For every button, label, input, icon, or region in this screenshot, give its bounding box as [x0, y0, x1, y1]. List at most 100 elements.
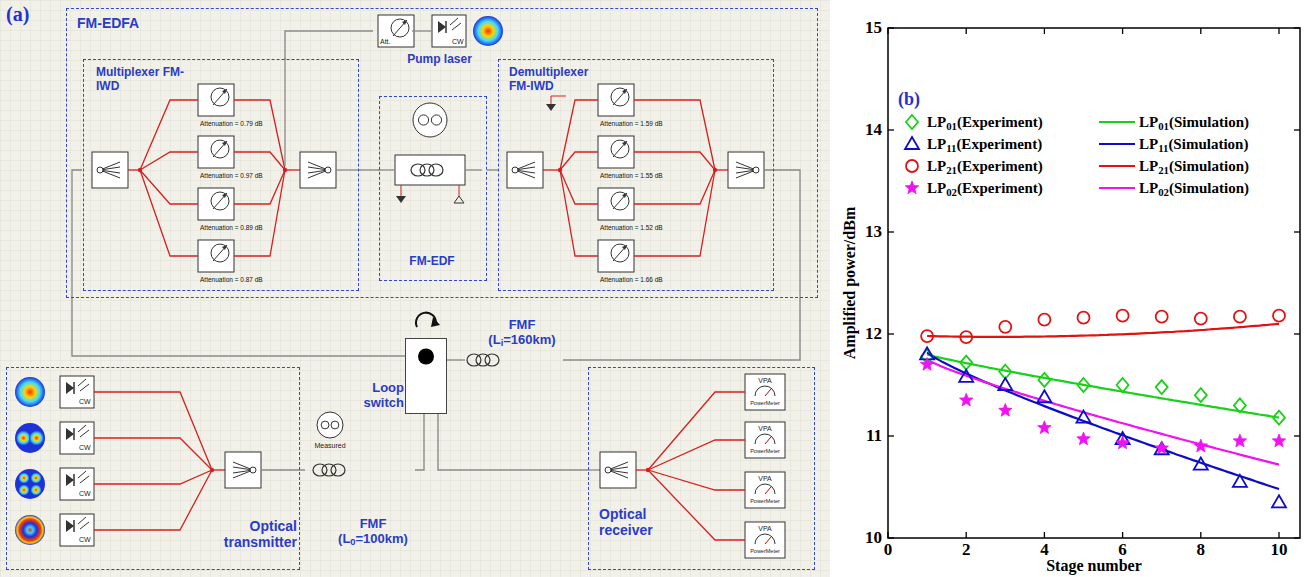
data-marker [921, 330, 933, 342]
data-marker [1273, 310, 1285, 322]
dial-arrow [222, 193, 227, 198]
attenuator-icon [198, 136, 234, 168]
attenuator-icon [378, 15, 414, 47]
dial-arrow [213, 245, 227, 261]
tick [1294, 435, 1300, 436]
dial [211, 244, 229, 262]
attenuation-value: Attenuation = 1.66 dB [600, 276, 663, 283]
dial [391, 19, 409, 37]
ground-symbol [546, 104, 556, 111]
tick [888, 129, 894, 130]
fiber-coil [485, 354, 499, 366]
data-marker [1194, 439, 1207, 452]
switch-symbol [406, 339, 446, 374]
multiplexer-group: Multiplexer FM-IWDAttenuation = 0.79 dBA… [83, 59, 359, 291]
data-marker [1233, 434, 1246, 447]
mode-profile [473, 16, 503, 46]
canvas-grid [0, 0, 830, 577]
wire [94, 470, 212, 530]
attenuator: Attenuation = 1.59 dB [598, 86, 668, 130]
tick [888, 333, 894, 334]
data-marker [1077, 411, 1091, 423]
fiber-link [300, 469, 305, 470]
mode-profile [15, 377, 45, 407]
attenuation-value: Attenuation = 0.89 dB [200, 224, 263, 231]
fiber-core [331, 421, 339, 429]
icon-label: PowerMeter [750, 499, 780, 505]
legend-text: LP02(Experiment) [927, 179, 1043, 197]
data-marker [1155, 441, 1168, 454]
port [512, 167, 518, 173]
panel-letter: (a) [6, 4, 29, 24]
wire [261, 469, 300, 470]
mode-mux-icon [92, 152, 128, 188]
data-marker [906, 160, 918, 172]
port [753, 167, 759, 173]
attenuator-icon [198, 188, 234, 220]
mode-mux-icon [507, 152, 543, 188]
wire [140, 170, 198, 204]
data-marker [999, 321, 1011, 333]
legend-sample [1098, 157, 1136, 175]
diode [66, 520, 74, 532]
legend-text: LP02(Simulation) [1139, 179, 1249, 197]
diode [73, 474, 75, 486]
wire [94, 438, 212, 470]
mode-mux-icon [600, 452, 636, 488]
gauge [755, 386, 775, 396]
laser-icon [60, 514, 94, 546]
diode [66, 382, 74, 394]
dial-arrow [213, 141, 227, 157]
wire [378, 169, 395, 170]
wire [459, 185, 460, 196]
wire [648, 440, 745, 470]
tick [888, 27, 894, 28]
icon-label: CW [79, 536, 91, 543]
dial [611, 244, 629, 262]
group-heading: Pump laser [373, 53, 506, 67]
legend-sample [900, 135, 924, 153]
dial [211, 140, 229, 158]
loop-switch: Loop switch [405, 338, 447, 414]
axis-title: Amplified power/dBm [842, 207, 858, 359]
icon-label: VPA [758, 377, 772, 384]
power-meter-icon [745, 472, 785, 508]
attenuator: Attenuation = 1.52 dB [598, 190, 668, 234]
dial-arrow [213, 193, 227, 209]
group-heading: Optical receiver [599, 506, 661, 538]
wire [284, 58, 285, 166]
needle [765, 437, 771, 444]
icon-label: CW [452, 38, 464, 45]
tick [1044, 532, 1045, 538]
data-marker [1117, 378, 1129, 392]
wire [234, 170, 285, 256]
tick [1294, 129, 1300, 130]
tick [887, 28, 888, 34]
wire [234, 100, 285, 170]
fiber-link [415, 414, 424, 470]
legend-sample [1098, 113, 1136, 131]
axis-title: Stage number [1046, 558, 1142, 574]
data-marker [1116, 436, 1129, 449]
wire [234, 152, 285, 170]
legend-sample [1098, 135, 1136, 153]
emission [78, 471, 86, 478]
wire [543, 169, 560, 170]
legend-sample [900, 157, 924, 175]
dial-arrow [222, 141, 227, 146]
attenuator-icon [598, 240, 634, 272]
tick [1122, 532, 1123, 538]
legend-sample [1099, 165, 1135, 167]
diode [438, 21, 446, 33]
legend-text: LP21(Simulation) [1139, 157, 1249, 175]
dial-arrow [613, 89, 627, 105]
dial-arrow [222, 245, 227, 250]
simulation-curve [927, 324, 1279, 337]
dial-arrow [622, 193, 627, 198]
dial-arrow [622, 141, 627, 146]
tick [887, 532, 888, 538]
icon-label: PowerMeter [750, 401, 780, 407]
dial-arrow [613, 193, 627, 209]
tick [1278, 532, 1279, 538]
attenuation-value: Attenuation = 1.55 dB [600, 172, 663, 179]
